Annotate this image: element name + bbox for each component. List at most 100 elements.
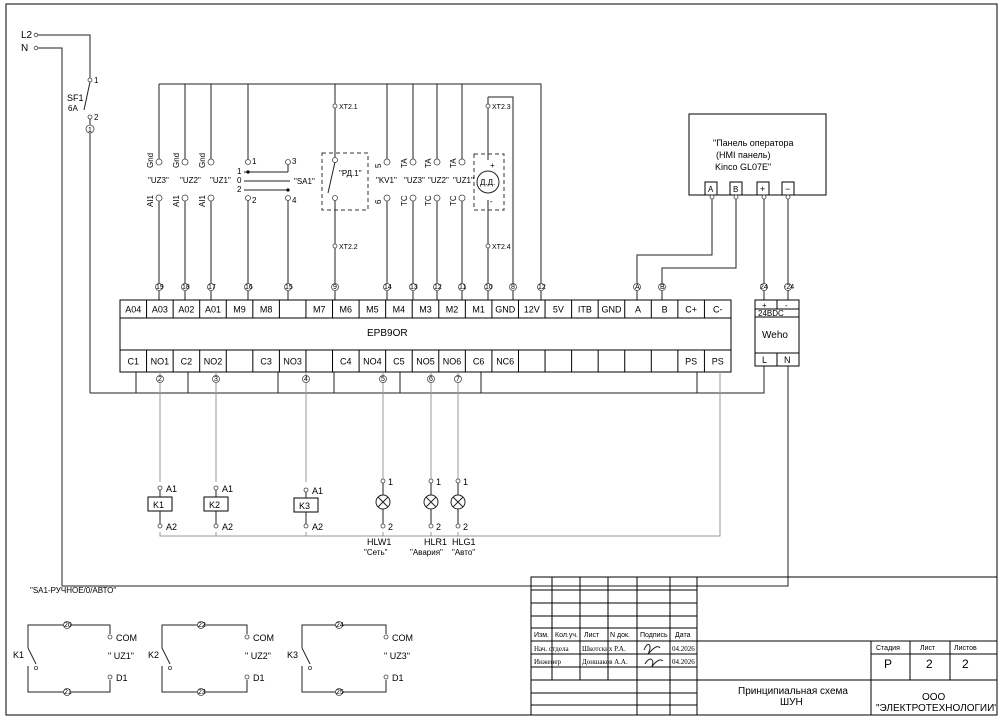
svg-text:TA: TA xyxy=(449,158,458,168)
title-block-header: Дата xyxy=(675,632,691,639)
svg-text:23: 23 xyxy=(198,689,206,696)
svg-text:A: A xyxy=(708,185,714,194)
svg-text:Gnd: Gnd xyxy=(172,153,181,168)
svg-text:HLR1: HLR1 xyxy=(424,537,447,547)
svg-text:19: 19 xyxy=(156,284,164,291)
lamp-hlg1: 1 2 HLG1 "Авто" xyxy=(450,477,476,557)
power-supply-weho: + - 24BDC Weho L N xyxy=(62,299,800,587)
sensor-uz3-label: "UZ3" xyxy=(148,176,169,185)
terminal-label: A xyxy=(635,305,641,315)
svg-text:" UZ2": " UZ2" xyxy=(245,651,271,661)
terminal-label: NO3 xyxy=(283,357,302,367)
top-node-markers: 19 18 17 16 15 9 14 13 12 11 10 8 12 A B… xyxy=(155,283,794,300)
svg-text:"Авто": "Авто" xyxy=(452,548,475,557)
svg-text:TA: TA xyxy=(424,158,433,168)
terminal-label: GND xyxy=(601,305,622,315)
terminal-label: A04 xyxy=(125,305,141,315)
svg-text:Шкотских Р.А.: Шкотских Р.А. xyxy=(582,645,626,653)
svg-text:Д.Д.: Д.Д. xyxy=(480,178,495,187)
terminal-label: M2 xyxy=(446,305,459,315)
supply-n-label: N xyxy=(21,43,28,54)
svg-text:TC: TC xyxy=(449,195,458,206)
drawing-subtitle: ШУН xyxy=(780,697,803,708)
svg-text:1: 1 xyxy=(463,477,468,487)
lamp-hlw1: 1 2 HLW1 "Сеть" xyxy=(364,477,393,557)
svg-text:XT2.4: XT2.4 xyxy=(492,244,511,251)
svg-text:TA: TA xyxy=(400,158,409,168)
terminal-label: A01 xyxy=(205,305,221,315)
relays: A1 K1 A2 A1 K2 A2 A1 K3 A2 xyxy=(147,484,323,532)
sheets-value: 2 xyxy=(962,657,969,671)
breaker-rating: 6A xyxy=(68,104,78,113)
hmi-line1: "Панель оператора xyxy=(713,138,794,148)
svg-text:N: N xyxy=(784,355,791,365)
svg-text:18: 18 xyxy=(182,284,190,291)
svg-text:L: L xyxy=(762,355,767,365)
terminal-label: C3 xyxy=(260,357,272,367)
svg-text:HLG1: HLG1 xyxy=(452,537,476,547)
breaker-sf1: 1 2 SF1 6A 1 xyxy=(67,76,99,393)
terminal-label: M3 xyxy=(419,305,432,315)
svg-text:24: 24 xyxy=(336,622,344,629)
svg-text:B: B xyxy=(733,185,738,194)
terminal-label: C4 xyxy=(340,357,352,367)
svg-text:10: 10 xyxy=(485,284,493,291)
svg-text:0: 0 xyxy=(237,176,242,185)
terminal-label: PS xyxy=(712,357,724,367)
svg-text:3: 3 xyxy=(292,157,297,166)
svg-text:2: 2 xyxy=(237,185,242,194)
svg-text:AI1: AI1 xyxy=(198,194,207,207)
svg-text:XT2.3: XT2.3 xyxy=(492,104,511,111)
svg-text:13: 13 xyxy=(410,284,418,291)
terminal-label: PS xyxy=(685,357,697,367)
svg-text:2: 2 xyxy=(388,522,393,532)
hmi-panel: "Панель оператора (HMI панель) Kinco GL0… xyxy=(688,113,827,200)
svg-text:12: 12 xyxy=(434,284,442,291)
analog-sensors: Gnd AI1 "UZ3" Gnd AI1 "UZ2" Gnd AI1 "UZ1… xyxy=(146,153,231,207)
hmi-line2: (HMI панель) xyxy=(716,150,771,160)
top-wiring xyxy=(158,83,789,300)
relay-k2-name: K2 xyxy=(209,500,220,510)
svg-text:+: + xyxy=(760,184,765,194)
svg-text:-: - xyxy=(490,197,493,206)
svg-text:K1: K1 xyxy=(13,650,24,660)
svg-text:6: 6 xyxy=(374,199,383,204)
svg-text:"Авария": "Авария" xyxy=(410,548,443,557)
terminal-label: NO1 xyxy=(151,357,170,367)
svg-text:1: 1 xyxy=(388,477,393,487)
svg-text:2: 2 xyxy=(463,522,468,532)
svg-text:2: 2 xyxy=(252,196,257,205)
svg-text:1: 1 xyxy=(436,477,441,487)
svg-text:14: 14 xyxy=(384,284,392,291)
terminal-label: M1 xyxy=(472,305,485,315)
terminal-label: M7 xyxy=(313,305,326,315)
relay-k1: A1 K1 A2 xyxy=(147,484,177,532)
svg-text:K2: K2 xyxy=(148,650,159,660)
title-block-header: Изм. xyxy=(534,632,549,639)
switch-sa1: 1 3 2 4 1 0 2 "SA1" xyxy=(237,157,315,205)
output-wiring xyxy=(159,372,721,537)
svg-text:Нач. отдела: Нач. отдела xyxy=(534,645,569,653)
svg-text:2: 2 xyxy=(158,376,162,383)
svg-text:" UZ3": " UZ3" xyxy=(384,651,410,661)
pressure-switch-rd1: XT2.1 "РД.1" XT2.2 xyxy=(321,103,369,251)
svg-text:B: B xyxy=(660,284,665,291)
title-block-header: Кол.уч. xyxy=(555,632,578,639)
svg-text:+: + xyxy=(490,161,495,170)
terminal-label: C6 xyxy=(473,357,485,367)
sa1-legend: "SA1-РУЧНОЕ/0/АВТО" xyxy=(30,586,116,595)
svg-text:Gnd: Gnd xyxy=(198,153,207,168)
svg-text:A2: A2 xyxy=(166,522,177,532)
terminal-label: GND xyxy=(495,305,516,315)
terminal-label: C5 xyxy=(393,357,405,367)
terminal-label: NO5 xyxy=(416,357,435,367)
bottom-node-markers: 2 3 4 5 6 7 xyxy=(156,375,462,383)
svg-text:D1: D1 xyxy=(392,673,404,683)
terminal-label: M4 xyxy=(393,305,406,315)
terminal-label: B xyxy=(662,305,668,315)
svg-text:21: 21 xyxy=(64,689,72,696)
breaker-pin1: 1 xyxy=(94,76,99,85)
svg-text:TC: TC xyxy=(424,195,433,206)
svg-text:D1: D1 xyxy=(253,673,265,683)
start-circuit-uz2: 22 23 K2 COM " UZ2" D1 xyxy=(148,621,274,696)
